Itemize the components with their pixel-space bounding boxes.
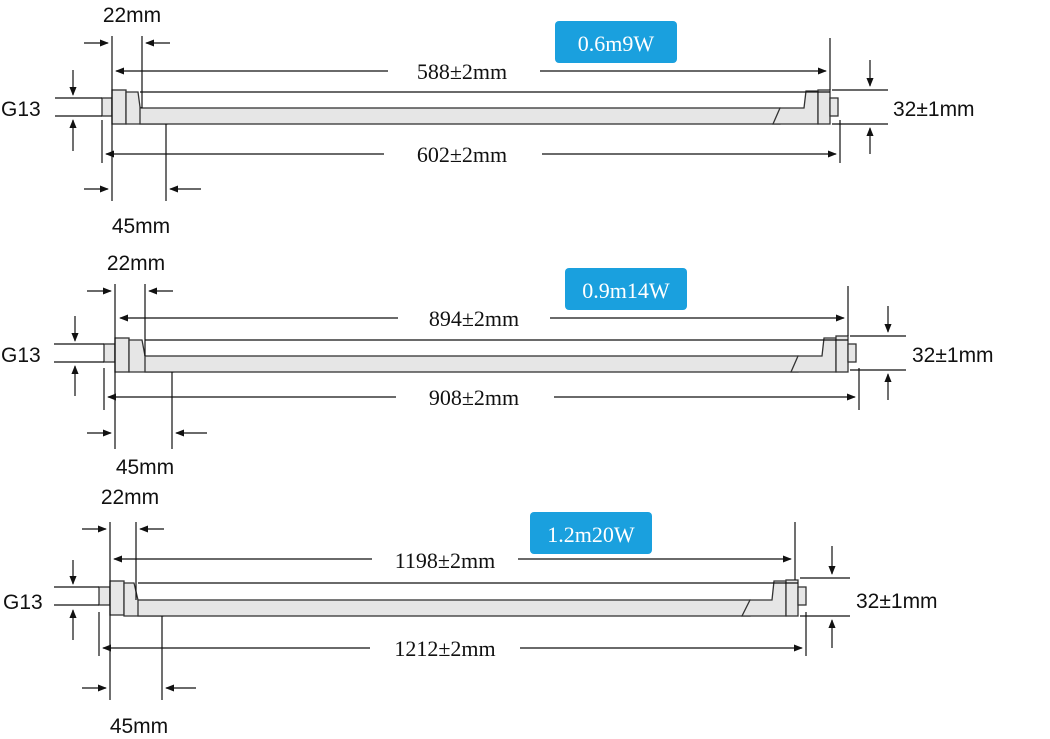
tube-1-2m-drawing: 1.2m20W 1198±2mm 1212±2mm 22mm 45mm G13 … [3,486,938,738]
tube-1-badge [565,268,687,310]
tube-1-badge-text: 0.9m14W [582,278,670,303]
tube-body [101,89,839,125]
tube-1-pin-type: G13 [1,344,41,367]
tube-0-badge-text: 0.6m9W [578,31,655,56]
tube-2-badge-text: 1.2m20W [547,522,635,547]
tube-1-outer-length: 908±2mm [429,385,519,410]
tube-1-diameter: 32±1mm [912,344,994,367]
tube-1-inner-length: 894±2mm [429,306,519,331]
tube-0-inner-length: 588±2mm [417,59,507,84]
tube-2-end-cap-width: 22mm [101,486,159,509]
tube-2-holder-width: 45mm [110,715,168,738]
tube-2-badge [530,512,652,554]
tube-0-end-cap-width: 22mm [103,4,161,27]
tube-0-holder-width: 45mm [112,215,170,238]
tube-2-inner-length: 1198±2mm [395,548,495,573]
tube-0-pin-type: G13 [1,98,41,121]
tube-2-outer-length: 1212±2mm [394,636,495,661]
tube-1-holder-width: 45mm [116,456,174,479]
tube-body [98,579,807,617]
tube-0-outer-length: 602±2mm [417,142,507,167]
tube-1-end-cap-width: 22mm [107,252,165,275]
tube-body [103,335,857,373]
tube-2-diameter: 32±1mm [856,590,938,613]
tube-0-diameter: 32±1mm [893,98,975,121]
tube-0-6m-drawing: 0.6m9W 588±2mm 602±2mm 22mm 45mm G13 32±… [1,4,975,238]
tube-2-pin-type: G13 [3,591,43,614]
tube-0-9m-drawing: 0.9m14W 894±2mm 908±2mm 22mm 45mm G13 32… [1,252,994,479]
tube-0-badge [555,21,677,63]
